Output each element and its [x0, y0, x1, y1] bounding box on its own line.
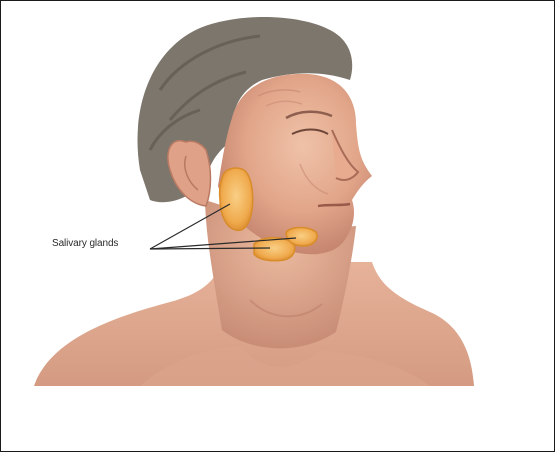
sublingual-gland: [286, 228, 317, 247]
callout-label-salivary-glands: Salivary glands: [52, 238, 118, 249]
parotid-gland: [220, 168, 253, 230]
